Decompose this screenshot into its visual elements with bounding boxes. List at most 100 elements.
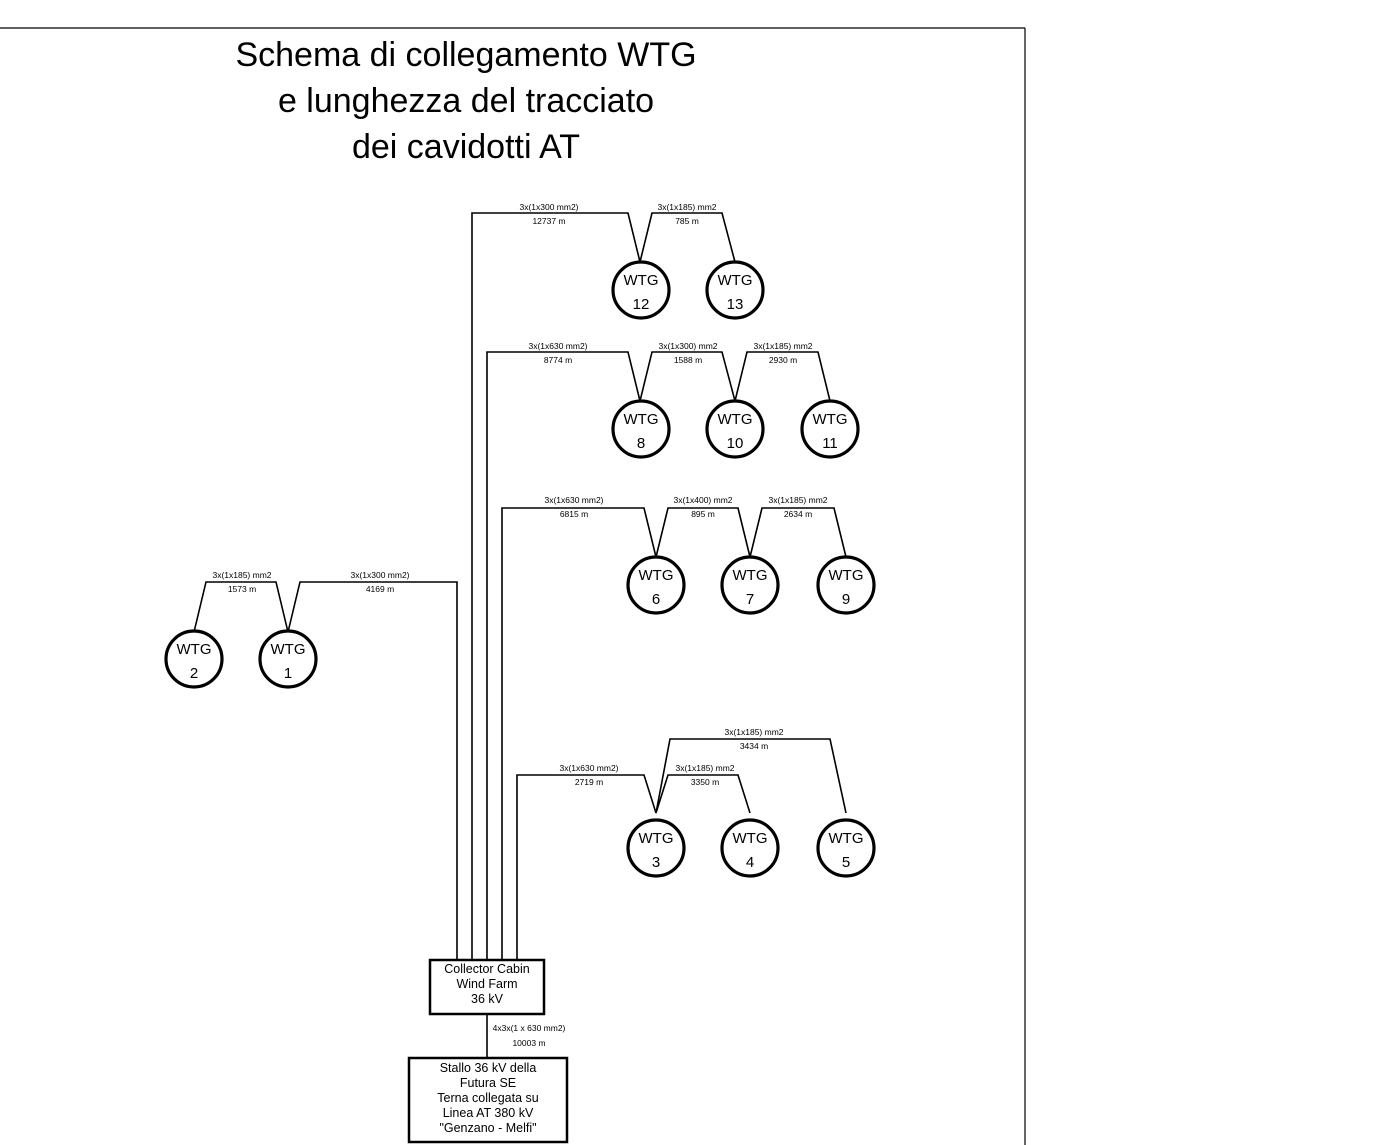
wtg-symbol: [611, 260, 671, 320]
cable-length-12-13: 785 m: [675, 216, 699, 226]
wtg-node-8: WTG 8: [611, 399, 671, 459]
wtg-symbol: [705, 399, 765, 459]
cable-length-8-10: 1588 m: [674, 355, 702, 365]
collector-cabin-line-3: 36 kV: [471, 992, 504, 1006]
wtg-node-9: WTG 9: [816, 555, 876, 615]
cable-spec-8-10: 3x(1x300) mm2: [658, 341, 717, 351]
cable-spec-3-5: 3x(1x185) mm2: [724, 727, 783, 737]
wtg-symbol: [164, 629, 224, 689]
substation: Stallo 36 kV della Futura SE Terna colle…: [407, 1056, 569, 1144]
wtg-node-13: WTG 13: [705, 260, 765, 320]
wtg-number: 4: [746, 854, 754, 871]
wtg-label: WTG: [733, 830, 768, 847]
wtg-symbol: [816, 818, 876, 878]
cable-spec-3-4: 3x(1x185) mm2: [675, 763, 734, 773]
wtg-node-12: WTG 12: [611, 260, 671, 320]
wtg-node-7: WTG 7: [720, 555, 780, 615]
feeder-wtg-8-10-11: [486, 351, 831, 960]
title-line-1: Schema di collegamento WTG: [235, 36, 696, 74]
feeder-wtg-12-13: [471, 212, 736, 960]
wtg-symbol: [258, 629, 318, 689]
cable-cab-3: [516, 774, 657, 960]
wtg-label: WTG: [829, 567, 864, 584]
cable-12-13: [639, 212, 736, 263]
wtg-symbol: [720, 818, 780, 878]
wtg-number: 6: [652, 591, 660, 608]
cable-2-1: [193, 581, 289, 633]
wtg-number: 9: [842, 591, 850, 608]
wtg-node-2: WTG 2: [164, 629, 224, 689]
cable-3-4: [655, 774, 751, 814]
title-line-3: dei cavidotti AT: [352, 128, 580, 166]
collector-cabin: Collector Cabin Wind Farm 36 kV: [428, 958, 546, 1016]
wtg-node-3: WTG 3: [626, 818, 686, 878]
wtg-label: WTG: [718, 411, 753, 428]
cable-length-cab-3: 2719 m: [575, 777, 603, 787]
cable-length-cab-12: 12737 m: [532, 216, 565, 226]
cable-length-cab-se: 10003 m: [512, 1038, 545, 1048]
cable-cab-8: [486, 351, 641, 960]
cable-cab-12: [471, 212, 641, 960]
wtg-label: WTG: [177, 641, 212, 658]
wtg-number: 2: [190, 665, 198, 682]
cable-length-7-9: 2634 m: [784, 509, 812, 519]
wtg-node-6: WTG 6: [626, 555, 686, 615]
cable-length-cab-1: 4169 m: [366, 584, 394, 594]
wtg-label: WTG: [813, 411, 848, 428]
cable-length-6-7: 895 m: [691, 509, 715, 519]
wtg-number: 7: [746, 591, 754, 608]
cable-spec-cab-8: 3x(1x630 mm2): [528, 341, 587, 351]
cable-8-10: [639, 351, 736, 402]
cable-labels: 3x(1x300 mm2) 12737 m 3x(1x185) mm2 785 …: [212, 202, 827, 1048]
wtg-symbol: [626, 555, 686, 615]
wtg-number: 1: [284, 665, 292, 682]
cable-spec-cab-se: 4x3x(1 x 630 mm2): [493, 1023, 566, 1033]
wtg-number: 3: [652, 854, 660, 871]
feeder-wtg-1-2: [193, 581, 458, 960]
cable-length-cab-8: 8774 m: [544, 355, 572, 365]
cable-10-11: [734, 351, 831, 402]
cable-spec-10-11: 3x(1x185) mm2: [753, 341, 812, 351]
wtg-symbol: [705, 260, 765, 320]
cable-spec-cab-6: 3x(1x630 mm2): [544, 495, 603, 505]
cable-length-3-4: 3350 m: [691, 777, 719, 787]
wtg-label: WTG: [718, 272, 753, 289]
wtg-label: WTG: [624, 411, 659, 428]
wtg-number: 13: [727, 296, 744, 313]
feeder-wtg-3-4-5: [516, 738, 847, 960]
wtg-label: WTG: [624, 272, 659, 289]
wtg-number: 5: [842, 854, 850, 871]
substation-line-4: Linea AT 380 kV: [443, 1106, 534, 1120]
wtg-label: WTG: [733, 567, 768, 584]
feeder-wtg-6-7-9: [501, 507, 847, 960]
substation-line-2: Futura SE: [460, 1076, 516, 1090]
wtg-number: 11: [822, 435, 838, 452]
substation-line-5: "Genzano - Melfi": [439, 1121, 536, 1135]
cable-length-10-11: 2930 m: [769, 355, 797, 365]
collector-cabin-line-1: Collector Cabin: [444, 962, 530, 976]
cable-spec-2-1: 3x(1x185) mm2: [212, 570, 271, 580]
wtg-node-1: WTG 1: [258, 629, 318, 689]
cable-length-2-1: 1573 m: [228, 584, 256, 594]
wtg-symbol: [816, 555, 876, 615]
wtg-symbol: [611, 399, 671, 459]
cable-spec-12-13: 3x(1x185) mm2: [657, 202, 716, 212]
cable-6-7: [655, 507, 751, 558]
cable-length-cab-6: 6815 m: [560, 509, 588, 519]
wtg-label: WTG: [829, 830, 864, 847]
cable-length-3-5: 3434 m: [740, 741, 768, 751]
wtg-number: 10: [727, 435, 744, 452]
cable-spec-6-7: 3x(1x400) mm2: [673, 495, 732, 505]
wtg-symbol: [626, 818, 686, 878]
wtg-node-10: WTG 10: [705, 399, 765, 459]
substation-line-1: Stallo 36 kV della: [440, 1061, 537, 1075]
cable-spec-7-9: 3x(1x185) mm2: [768, 495, 827, 505]
cable-cab-1: [287, 581, 458, 960]
title-line-2: e lunghezza del tracciato: [278, 82, 654, 120]
substation-line-3: Terna collegata su: [437, 1091, 539, 1105]
wtg-label: WTG: [639, 567, 674, 584]
collector-cabin-box: [428, 958, 546, 1016]
wtg-node-5: WTG 5: [816, 818, 876, 878]
cable-3-5: [655, 738, 847, 814]
